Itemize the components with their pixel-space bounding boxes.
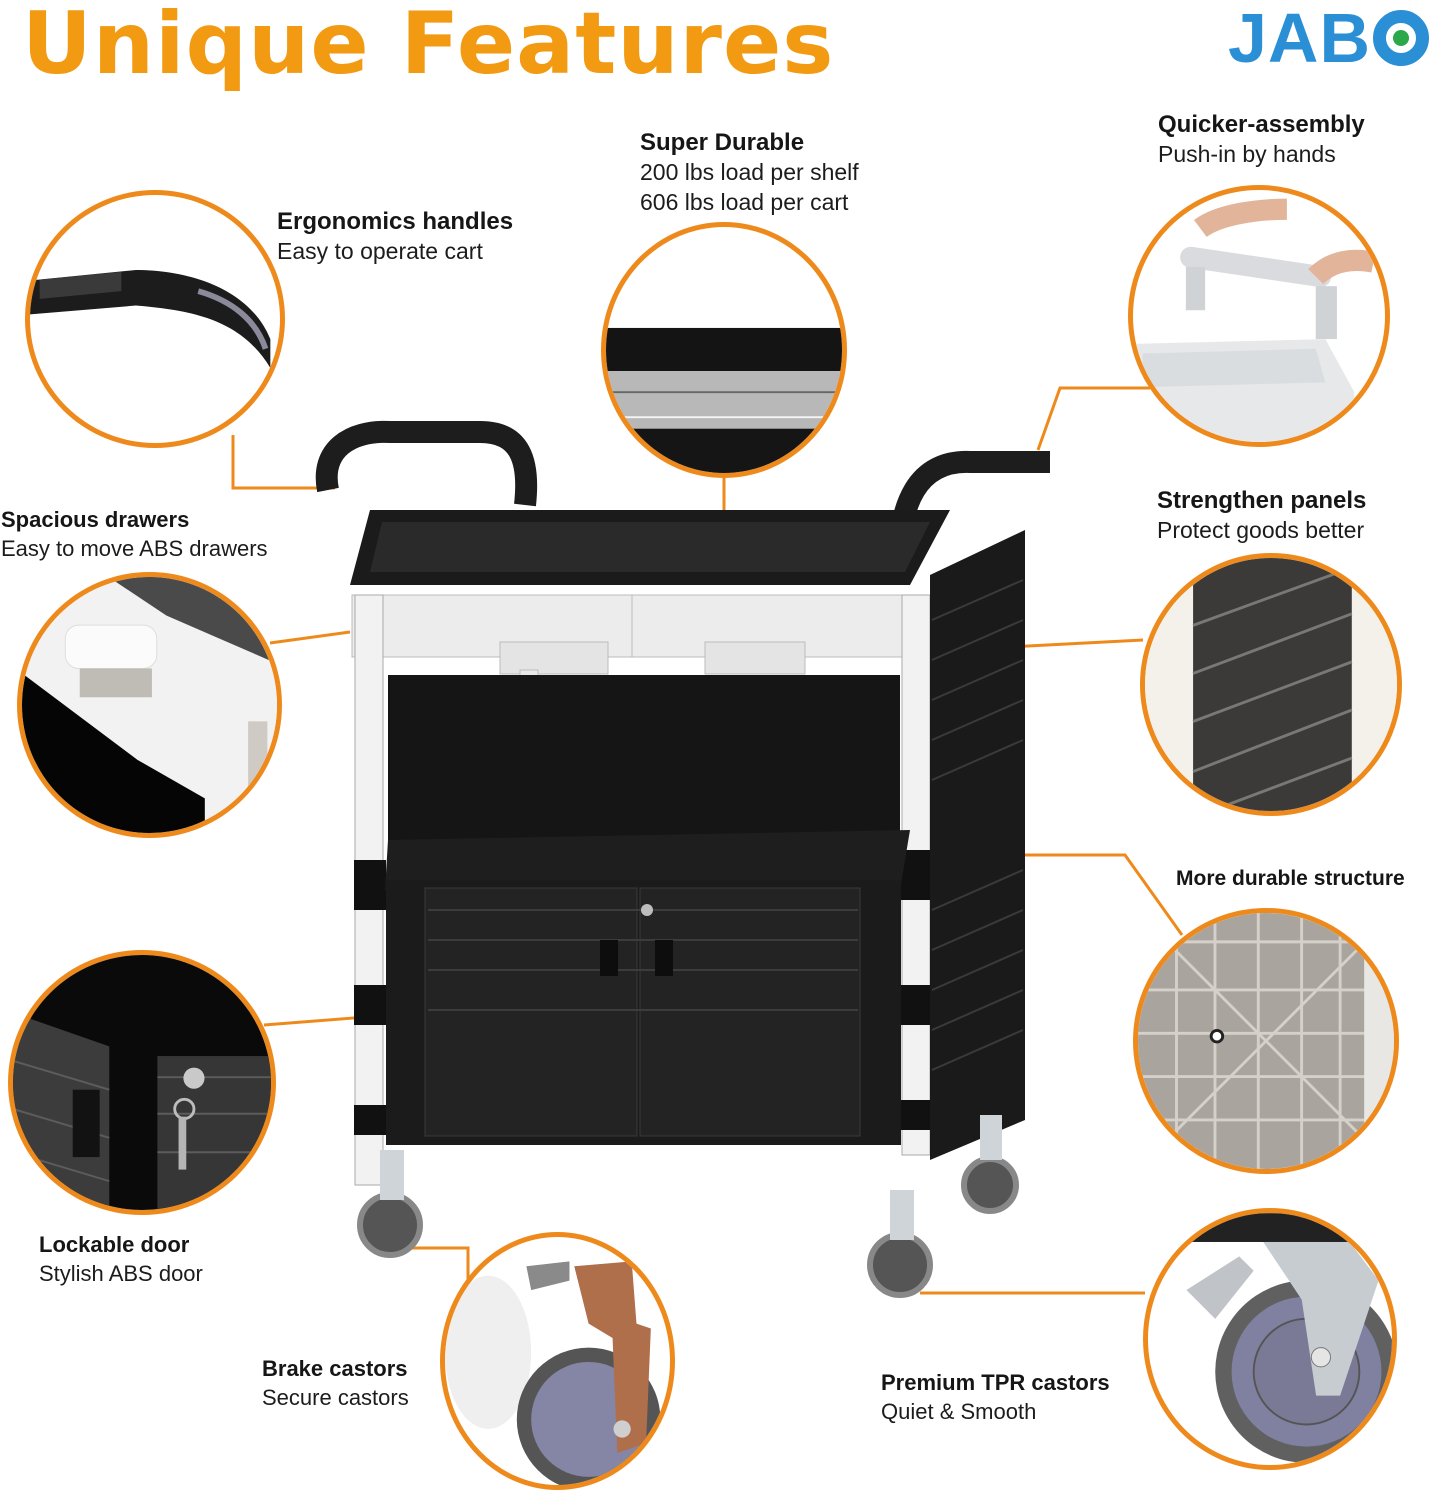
cart-left-door — [424, 887, 638, 1137]
cart-left-handle — [315, 420, 538, 507]
feature-subtitle: Secure castors — [262, 1385, 409, 1410]
feature-title: More durable structure — [1176, 867, 1405, 890]
feature-lockable-door: Lockable door Stylish ABS door — [39, 1230, 203, 1289]
feature-subtitle: Quiet & Smooth — [881, 1399, 1037, 1424]
cart-wheel-front-left — [357, 1192, 423, 1258]
feature-quicker-assembly: Quicker-assembly Push-in by hands — [1158, 110, 1365, 169]
brand-logo: JAB — [1228, 0, 1430, 77]
cart-lock-icon — [641, 904, 653, 916]
lock-closeup-image — [13, 955, 271, 1210]
cart-back-panel — [388, 675, 900, 855]
page-title: Unique Features — [22, 0, 835, 94]
feature-ergonomic-handles: Ergonomics handles Easy to operate cart — [277, 207, 513, 266]
drawer-closeup-circle — [17, 572, 282, 838]
brake-castor-closeup-image — [445, 1261, 661, 1485]
feature-spacious-drawers: Spacious drawers Easy to move ABS drawer… — [1, 505, 268, 564]
panel-closeup-image — [1145, 558, 1397, 811]
assembly-closeup-image — [1133, 198, 1376, 442]
structure-closeup-image — [1138, 913, 1394, 1169]
cart-wheel-front-right — [867, 1232, 933, 1298]
lock-icon — [183, 1067, 205, 1089]
brake-castor-closeup-circle — [440, 1232, 675, 1490]
feature-brake-castors: Brake castors Secure castors — [262, 1354, 409, 1413]
drawer-closeup-image — [22, 577, 277, 833]
feature-title: Quicker-assembly — [1158, 111, 1365, 138]
panel-closeup-circle — [1140, 553, 1402, 816]
key-icon — [178, 1116, 187, 1170]
feature-tpr-castors: Premium TPR castors Quiet & Smooth — [881, 1368, 1110, 1427]
tpr-castor-closeup-circle — [1143, 1208, 1397, 1470]
cart-image — [315, 420, 1050, 1298]
feature-title: Brake castors — [262, 1356, 408, 1381]
feature-subtitle: Protect goods better — [1157, 517, 1365, 543]
brand-logo-text: JAB — [1228, 0, 1372, 77]
cart-right-door — [639, 887, 861, 1137]
cart-wheels — [357, 1115, 1019, 1298]
cart-side-panel — [930, 530, 1025, 1160]
handle-closeup-image — [30, 269, 271, 369]
feature-durable-structure: More durable structure — [1176, 864, 1405, 893]
feature-detail: 200 lbs load per shelf — [640, 159, 859, 185]
feature-detail: 606 lbs load per cart — [640, 189, 849, 215]
shelf-edge-closeup-circle — [601, 222, 847, 478]
feature-super-durable: Super Durable 200 lbs load per shelf 606… — [640, 128, 859, 217]
cart-middle-shelf — [385, 830, 910, 890]
lock-closeup-circle — [8, 950, 276, 1215]
handle-closeup-circle — [25, 190, 285, 448]
connector-assembly — [1036, 386, 1150, 451]
feature-title: Super Durable — [640, 129, 805, 156]
feature-strengthen-panels: Strengthen panels Protect goods better — [1157, 486, 1366, 545]
feature-title: Lockable door — [39, 1232, 190, 1257]
assembly-closeup-circle — [1128, 185, 1390, 447]
feature-subtitle: Easy to move ABS drawers — [1, 536, 268, 561]
cart-wheel-back-right — [961, 1156, 1019, 1214]
shelf-edge-closeup-image — [606, 327, 842, 473]
feature-title: Ergonomics handles — [277, 208, 514, 235]
structure-closeup-circle — [1133, 908, 1399, 1174]
feature-title: Spacious drawers — [1, 507, 190, 532]
feature-title: Premium TPR castors — [881, 1370, 1110, 1395]
tpr-castor-closeup-image — [1148, 1213, 1392, 1463]
feature-subtitle: Stylish ABS door — [39, 1261, 203, 1286]
feature-title: Strengthen panels — [1157, 487, 1367, 514]
feature-subtitle: Push-in by hands — [1158, 141, 1336, 167]
brand-logo-o-icon — [1373, 10, 1430, 66]
feature-subtitle: Easy to operate cart — [277, 238, 483, 264]
